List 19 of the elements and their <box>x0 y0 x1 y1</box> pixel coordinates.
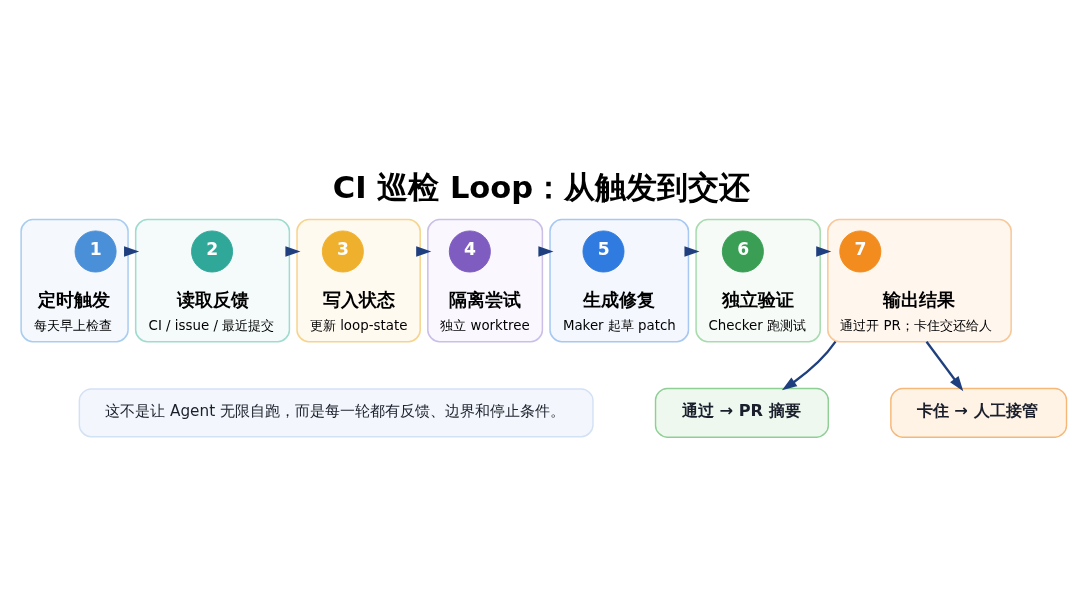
arrow <box>781 341 837 391</box>
node-box: 卡住 → 人工接管 <box>890 387 1068 438</box>
node-circle: 5 <box>582 230 625 273</box>
arrow <box>285 246 301 257</box>
node-box: 通过 → PR 摘要 <box>654 387 830 438</box>
arrow <box>416 246 432 257</box>
arrow <box>684 246 700 257</box>
node-circle: 7 <box>839 230 882 273</box>
node-circle: 6 <box>721 230 764 273</box>
node-circle: 1 <box>74 230 117 273</box>
diagram-title: CI 巡检 Loop：从触发到交还 <box>332 170 751 206</box>
node-circle: 2 <box>191 230 234 273</box>
arrow <box>538 246 554 257</box>
node-box: 这不是让 Agent 无限自跑，而是每一轮都有反馈、边界和停止条件。 <box>78 388 594 438</box>
arrow <box>816 246 832 257</box>
arrow <box>925 341 964 392</box>
node-circle: 4 <box>448 230 491 273</box>
arrow <box>124 246 140 257</box>
node-circle: 3 <box>321 230 364 273</box>
